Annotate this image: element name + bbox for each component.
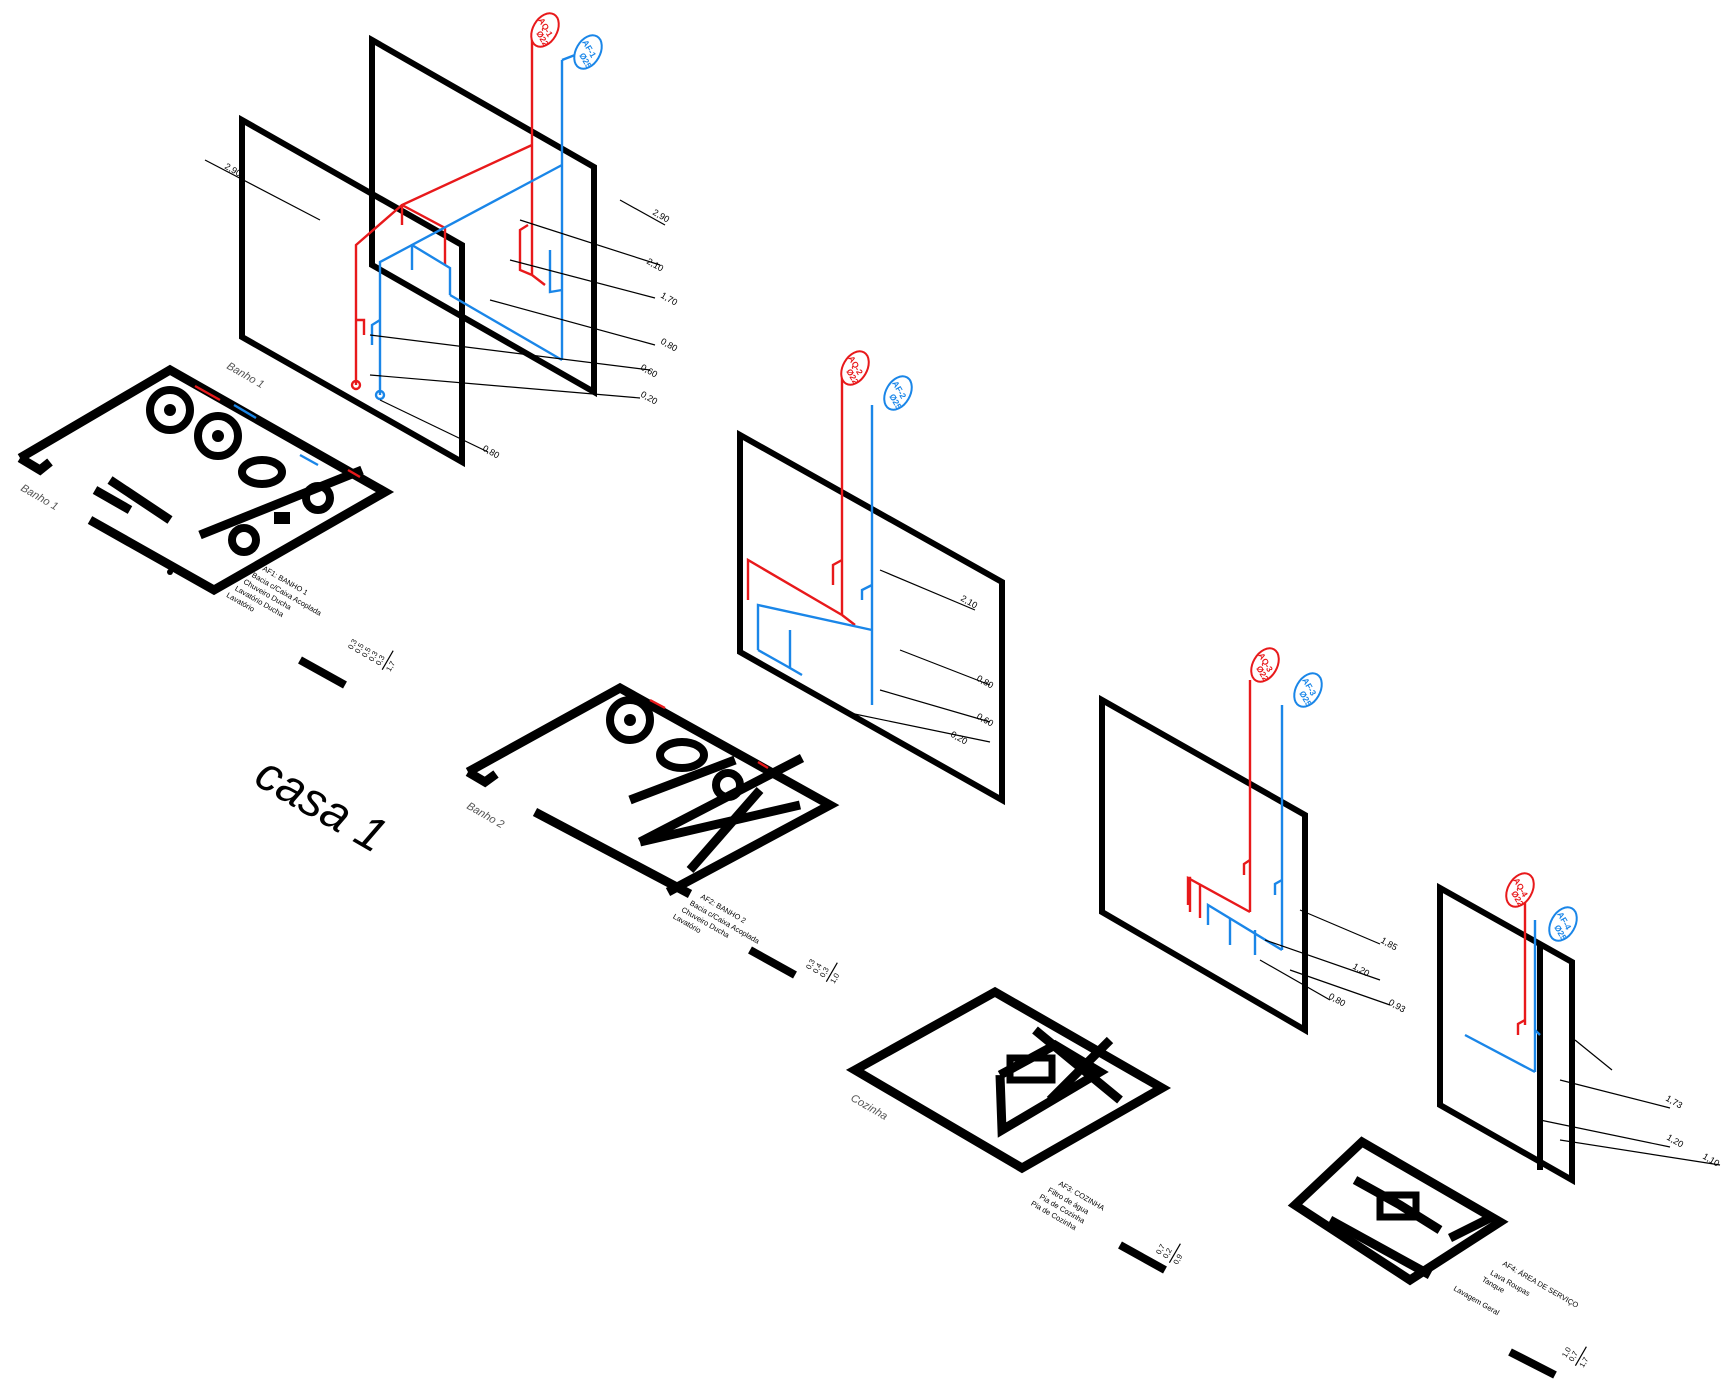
banho2-plan-label: Banho 2 bbox=[465, 800, 506, 831]
banho1-level-4: 0,80 bbox=[659, 336, 679, 353]
servico-flow: 1,0 0,7 1,7 bbox=[1560, 1345, 1590, 1369]
cozinha-cold-tag: AF-3 Ø25 bbox=[1293, 672, 1323, 708]
banho2-wall bbox=[737, 429, 1005, 806]
banho2-hot-tag: AQ-2 Ø22 bbox=[840, 350, 870, 386]
banho1-wall-front bbox=[239, 114, 465, 468]
servico-plan bbox=[1287, 1136, 1509, 1286]
servico-level-2: 1,10 bbox=[1701, 1151, 1721, 1168]
banho2-level-1: 0,80 bbox=[975, 673, 995, 690]
servico-cold-pipes bbox=[1464, 920, 1541, 1074]
servico-isometric: 1,73 1,20 1,10 AQ-4 Ø22 AF-4 Ø25 bbox=[1437, 872, 1721, 1186]
banho1-cold-pipes bbox=[370, 60, 564, 401]
servico-level-0: 1,73 bbox=[1664, 1093, 1684, 1110]
cozinha-hot-tag: AQ-3 Ø22 bbox=[1250, 647, 1280, 683]
cozinha-flow-sum: 0,9 bbox=[1171, 1252, 1184, 1266]
cozinha-level-0: 1,85 bbox=[1379, 935, 1399, 952]
banho1-level-3: 1,70 bbox=[659, 290, 679, 307]
banho1-level-2: 2,10 bbox=[645, 256, 665, 273]
banho2-cold-pipes bbox=[756, 405, 874, 705]
cozinha-plan: Cozinha bbox=[845, 986, 1172, 1174]
servico-hot-pipes bbox=[1516, 900, 1527, 1035]
servico-wall bbox=[1437, 882, 1575, 1186]
banho1-level-lines bbox=[204, 159, 666, 453]
servico-flow-symbol bbox=[1508, 1348, 1557, 1379]
drawing-title: casa 1 bbox=[247, 747, 396, 864]
banho2-cold-tag: AF-2 Ø25 bbox=[883, 375, 913, 411]
banho2-level-2: 0,60 bbox=[975, 711, 995, 728]
cozinha-level-markers: 1,85 1,20 0,80 0,93 bbox=[1327, 935, 1407, 1014]
banho1-flow: 0,3 0,5 0,5 0,3 0,3 1,7 bbox=[346, 637, 397, 673]
banho1-level-5: 0,60 bbox=[639, 362, 659, 379]
cozinha-flow-symbol bbox=[1118, 1241, 1167, 1274]
banho2-level-markers: 2,10 0,80 0,60 0,20 bbox=[949, 593, 995, 746]
banho2-hot-pipes bbox=[746, 378, 856, 626]
banho2-flow: 0,3 0,4 0,3 1,0 bbox=[804, 957, 841, 985]
banho1-level-1: 2,90 bbox=[651, 207, 671, 224]
cozinha-plan-label: Cozinha bbox=[849, 1092, 890, 1123]
cozinha-level-lines bbox=[1259, 909, 1391, 1006]
cozinha-level-2: 0,80 bbox=[1327, 991, 1347, 1008]
banho2-flow-symbol bbox=[748, 946, 797, 979]
banho1-iso-label: Banho 1 bbox=[225, 360, 266, 391]
banho1-hot-tag: AQ-1 Ø22 bbox=[530, 12, 560, 48]
banho1-cold-tag: AF-1 Ø25 bbox=[561, 34, 603, 70]
cozinha-wall bbox=[1099, 694, 1308, 1036]
banho1-plan: Banho 1 bbox=[17, 364, 395, 596]
banho2-level-3: 0,20 bbox=[949, 729, 969, 746]
servico-legend: AF4: ÁREA DE SERVIÇO Lava Roupas Tanque … bbox=[1452, 1259, 1580, 1317]
banho1-wall-back bbox=[369, 34, 597, 398]
banho2-plan: Banho 2 bbox=[465, 682, 840, 898]
cozinha-isometric: 1,85 1,20 0,80 0,93 AQ-3 Ø22 AF-3 Ø25 bbox=[1099, 647, 1407, 1036]
banho1-flow-sum: 1,7 bbox=[384, 659, 397, 673]
banho2-isometric: 2,10 0,80 0,60 0,20 AQ-2 Ø22 AF-2 Ø25 bbox=[737, 350, 1005, 806]
servico-flow-sum: 1,7 bbox=[1577, 1355, 1590, 1369]
cozinha-hot-pipes bbox=[1186, 680, 1252, 918]
banho1-flow-symbol bbox=[298, 656, 347, 689]
servico-level-lines bbox=[1539, 1039, 1721, 1166]
banho1-level-6: 0,20 bbox=[639, 389, 659, 406]
banho2-level-lines bbox=[844, 569, 991, 743]
banho1-legend: AF1: BANHO 1 Bacia c/Caixa Acoplada Chuv… bbox=[225, 564, 324, 619]
cozinha-level-3: 0,93 bbox=[1387, 997, 1407, 1014]
banho2-flow-sum: 1,0 bbox=[828, 971, 841, 985]
banho1-level-7: 0,80 bbox=[481, 443, 501, 460]
banho1-plan-label: Banho 1 bbox=[19, 482, 60, 513]
cozinha-cold-pipes bbox=[1206, 705, 1284, 955]
cozinha-legend: AF3: COZINHA Filtro de água Pia de Cozin… bbox=[1029, 1179, 1106, 1232]
servico-cold-tag: AF-4 Ø25 bbox=[1548, 906, 1578, 942]
servico-hot-tag: AQ-4 Ø22 bbox=[1505, 872, 1535, 908]
banho1-isometric: 2,90 2,90 2,10 1,70 0,80 0,60 0,20 0,80 … bbox=[204, 12, 679, 468]
